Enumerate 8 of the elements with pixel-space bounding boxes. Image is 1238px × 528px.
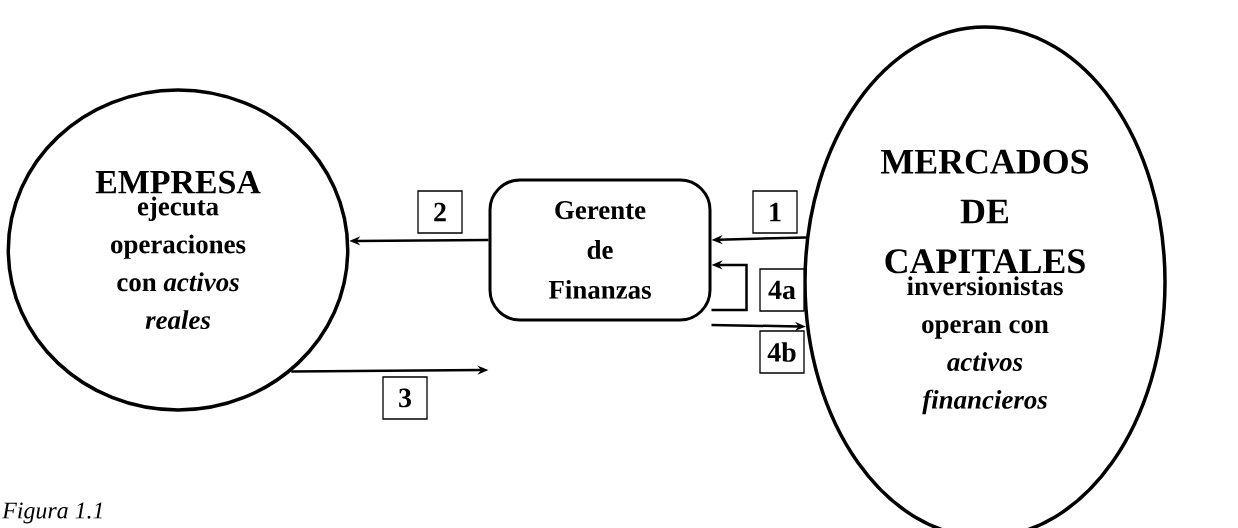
ellipse-node: EMPRESA ejecuta operaciones con activos reales bbox=[6, 88, 350, 412]
edge-label: 4a bbox=[759, 268, 805, 312]
edge-label: 1 bbox=[752, 190, 798, 234]
edge-label: 2 bbox=[417, 190, 463, 234]
edge-label: 4b bbox=[759, 330, 805, 374]
figure-caption: Figura 1.1 bbox=[2, 502, 102, 524]
rounded-box: Gerente de Finanzas bbox=[488, 178, 712, 322]
edge-label: 3 bbox=[382, 376, 428, 420]
